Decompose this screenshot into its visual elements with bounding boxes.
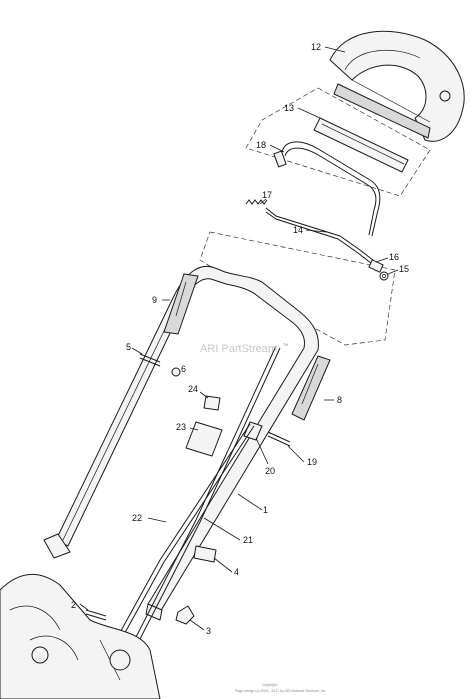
middle-assembly-boundary: [199, 231, 396, 346]
tie-strap[interactable]: [185, 421, 223, 457]
callout-6[interactable]: 6: [181, 364, 186, 374]
cable-guide-right[interactable]: [291, 355, 331, 421]
screw-19[interactable]: [267, 431, 291, 447]
callout-4[interactable]: 4: [234, 567, 239, 577]
lower-handle-tube-left[interactable]: [43, 533, 71, 559]
callout-9[interactable]: 9: [152, 295, 157, 305]
mower-deck: [0, 573, 161, 699]
bail-bar[interactable]: [273, 141, 381, 237]
callout-13[interactable]: 13: [284, 103, 294, 113]
callout-17[interactable]: 17: [262, 190, 272, 200]
callout-5[interactable]: 5: [126, 342, 131, 352]
bolt-2[interactable]: [85, 609, 107, 621]
callout-2[interactable]: 2: [71, 600, 76, 610]
handle-cover[interactable]: [313, 117, 409, 173]
callout-18[interactable]: 18: [256, 140, 266, 150]
cable-guide-left[interactable]: [163, 273, 199, 335]
callout-3[interactable]: 3: [206, 626, 211, 636]
callout-22[interactable]: 22: [132, 513, 142, 523]
carriage-bolt[interactable]: [139, 353, 161, 367]
callout-23[interactable]: 23: [176, 422, 186, 432]
spring[interactable]: [245, 199, 268, 205]
callout-21[interactable]: 21: [243, 535, 253, 545]
copyright-line-2: Page design (c) 2004 - 2017 by ARI Netwo…: [235, 689, 326, 693]
callout-19[interactable]: 19: [307, 457, 317, 467]
copyright-line-1: Copyright: [262, 683, 277, 687]
watermark: ARI PartStream: [200, 343, 277, 355]
control-rod[interactable]: [265, 207, 379, 268]
upper-handle-grip[interactable]: [329, 30, 465, 142]
pivot-bracket[interactable]: [368, 259, 384, 273]
drive-cable[interactable]: [115, 345, 281, 679]
pivot-nut[interactable]: [379, 271, 389, 281]
callout-14[interactable]: 14: [293, 225, 303, 235]
callout-8[interactable]: 8: [337, 395, 342, 405]
callout-15[interactable]: 15: [399, 264, 409, 274]
callout-20[interactable]: 20: [265, 466, 275, 476]
callout-1[interactable]: 1: [263, 505, 268, 515]
handle-bolt[interactable]: [193, 545, 217, 563]
callout-16[interactable]: 16: [389, 252, 399, 262]
upper-assembly-boundary: [245, 87, 431, 197]
callout-24[interactable]: 24: [188, 384, 198, 394]
cable-clip[interactable]: [203, 395, 221, 411]
washer[interactable]: [171, 367, 181, 377]
upper-handle-tube[interactable]: [55, 265, 319, 613]
callout-12[interactable]: 12: [311, 42, 321, 52]
watermark-tm: TM: [283, 343, 288, 347]
